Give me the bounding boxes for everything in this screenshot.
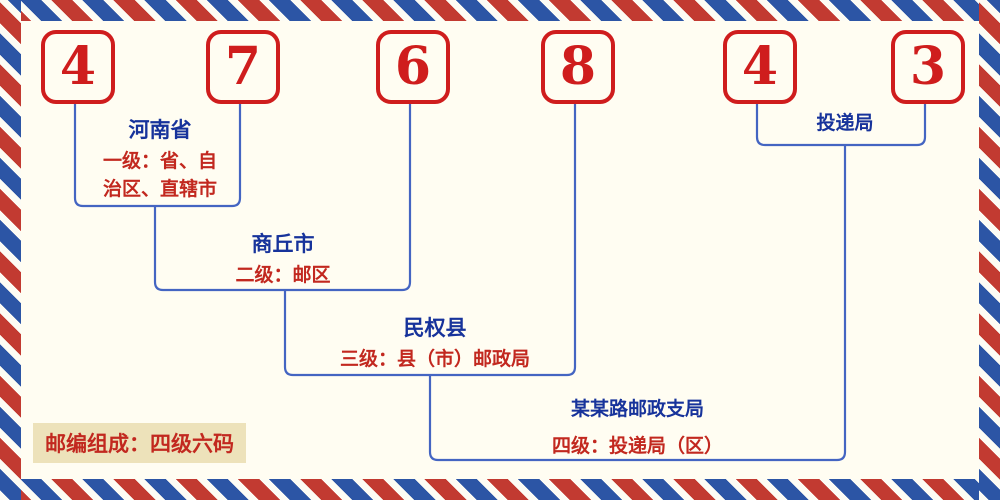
airmail-border-left <box>0 0 21 500</box>
city-name: 商丘市 <box>251 232 315 256</box>
digit-box-6: 3 <box>891 30 965 104</box>
county-name: 民权县 <box>403 316 467 340</box>
postal-code-composition-note: 邮编组成：四级六码 <box>33 423 246 463</box>
digit-6: 3 <box>909 36 947 97</box>
level4-desc: 四级：投递局（区） <box>551 435 723 457</box>
province-name: 河南省 <box>128 118 192 142</box>
digit-3: 6 <box>394 36 432 97</box>
airmail-border-right <box>979 0 1000 500</box>
digit-box-2: 7 <box>206 30 280 104</box>
digit-4: 8 <box>559 36 597 97</box>
level1-desc-line1: 一级：省、自 <box>102 150 217 172</box>
airmail-border-bottom <box>0 479 1000 500</box>
airmail-border-top <box>0 0 1000 21</box>
level2-desc: 二级：邮区 <box>235 264 331 286</box>
level2-label-block: 商丘市 二级：邮区 <box>193 228 373 290</box>
digit-box-1: 4 <box>41 30 115 104</box>
delivery-label-block: 投递局 <box>785 108 905 139</box>
level1-label-block: 河南省 一级：省、自 治区、直辖市 <box>70 114 250 203</box>
digit-box-3: 6 <box>376 30 450 104</box>
level4-label-block: 某某路邮政支局 四级：投递局（区） <box>505 394 770 461</box>
digit-2: 7 <box>224 36 262 97</box>
digit-1: 4 <box>59 36 97 97</box>
delivery-office-name: 投递局 <box>816 112 874 134</box>
level3-desc: 三级：县（市）邮政局 <box>339 348 530 370</box>
digit-5: 4 <box>741 36 779 97</box>
digit-box-5: 4 <box>723 30 797 104</box>
digit-box-4: 8 <box>541 30 615 104</box>
level1-desc-line2: 治区、直辖市 <box>102 177 217 200</box>
branch-name: 某某路邮政支局 <box>570 398 704 420</box>
level3-label-block: 民权县 三级：县（市）邮政局 <box>305 312 565 374</box>
